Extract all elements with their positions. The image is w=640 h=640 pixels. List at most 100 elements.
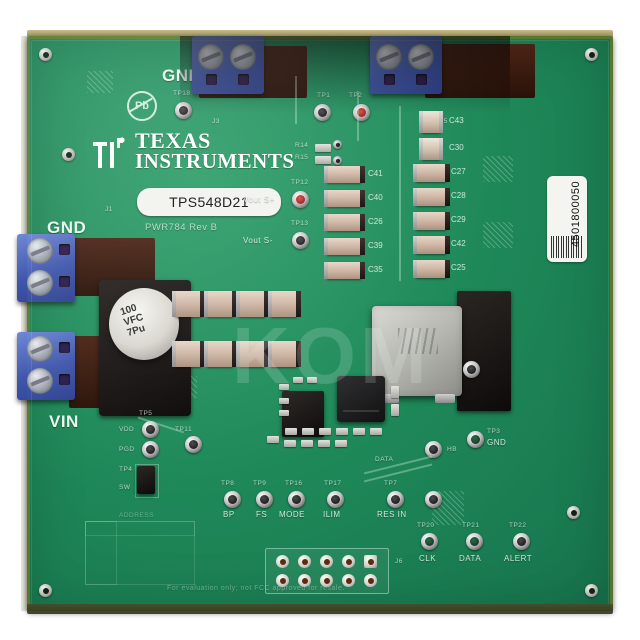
sw-connector-outline	[135, 464, 159, 498]
terminal-wire-hole[interactable]	[59, 342, 70, 353]
capacitor-c41-label: C41	[368, 169, 383, 178]
test-point-pgd[interactable]	[142, 441, 159, 458]
test-point-hb-lower[interactable]	[425, 491, 442, 508]
output-inductor	[372, 306, 462, 396]
sw-label: SW	[119, 484, 131, 491]
part-number-text: TPS548D21	[169, 194, 249, 210]
input-capacitor	[172, 341, 205, 367]
bottom-notice: For evaluation only; not FCC approved fo…	[167, 585, 345, 592]
terminal-screw[interactable]	[230, 44, 256, 70]
silk-hatch	[483, 222, 513, 248]
capacitor-c25	[413, 260, 450, 278]
sw-connector	[137, 466, 155, 494]
sw-node-test-point[interactable]	[463, 361, 480, 378]
test-point-ilim[interactable]	[327, 491, 344, 508]
vout-sense-minus-label: Vout S-	[243, 236, 273, 245]
test-point-vdd[interactable]	[142, 421, 159, 438]
capacitor-c30-label: C30	[449, 143, 464, 152]
test-point-mode[interactable]	[288, 491, 305, 508]
smd-passive	[279, 398, 289, 404]
capacitor-c43-label: C43	[449, 116, 464, 125]
capacitor-c28	[413, 188, 450, 206]
header-pin[interactable]	[298, 574, 311, 587]
input-capacitor	[236, 341, 269, 367]
tp9-label: TP9	[253, 480, 267, 487]
terminal-screw[interactable]	[27, 336, 53, 362]
terminal-wire-hole[interactable]	[206, 74, 217, 85]
ti-wordmark-line1: TEXAS	[135, 128, 211, 153]
header-pin[interactable]	[276, 555, 289, 568]
terminal-screw[interactable]	[408, 44, 434, 70]
terminal-screw[interactable]	[27, 270, 53, 296]
test-point-tp18[interactable]	[175, 102, 192, 119]
header-pin[interactable]	[364, 574, 377, 587]
header-j6-label: J6	[395, 558, 403, 565]
capacitor-c27-label: C27	[451, 167, 466, 176]
electrolytic-capacitor-marking: 100 VFC 7Pu	[119, 294, 171, 339]
terminal-screw[interactable]	[27, 368, 53, 394]
test-point-vout-sense-plus[interactable]	[292, 191, 309, 208]
header-pin[interactable]	[320, 574, 333, 587]
terminal-screw[interactable]	[376, 44, 402, 70]
header-pin[interactable]	[276, 574, 289, 587]
header-pin-1[interactable]	[364, 555, 377, 568]
terminal-wire-hole[interactable]	[384, 74, 395, 85]
board-edge-top	[27, 30, 613, 38]
terminal-wire-hole[interactable]	[238, 74, 249, 85]
capacitor-c39-label: C39	[368, 241, 383, 250]
test-point-alert[interactable]	[513, 533, 530, 550]
mounting-hole	[585, 584, 598, 597]
test-point-hb[interactable]	[425, 441, 442, 458]
vout-sense-plus-label: Vout S+	[243, 195, 275, 204]
test-point-vout-sense-minus[interactable]	[292, 232, 309, 249]
label-j1: J1	[105, 206, 113, 213]
label-vin-left: VIN	[49, 412, 79, 431]
tp22-label: TP22	[509, 522, 527, 529]
address-table-title: ADDRESS	[119, 512, 154, 519]
test-point-data[interactable]	[466, 533, 483, 550]
mode-label: MODE	[279, 510, 305, 519]
tp17-label: TP17	[324, 480, 342, 487]
smd-passive	[285, 428, 297, 435]
capacitor-c40	[324, 190, 365, 207]
header-j6[interactable]	[265, 548, 389, 594]
smd-passive	[302, 428, 314, 435]
smd-passive	[353, 428, 365, 435]
silk-hatch	[87, 71, 113, 93]
test-point-gnd-right[interactable]	[467, 431, 484, 448]
bp-label: BP	[223, 510, 235, 519]
test-point-tp2[interactable]	[353, 104, 370, 121]
terminal-screw[interactable]	[198, 44, 224, 70]
header-pin[interactable]	[342, 574, 355, 587]
test-point-clk[interactable]	[421, 533, 438, 550]
electrolytic-capacitor: 100 VFC 7Pu	[109, 288, 179, 360]
terminal-wire-hole[interactable]	[416, 74, 427, 85]
data-label: DATA	[459, 554, 482, 563]
capacitor-c42-label: C42	[451, 239, 466, 248]
address-table-header-row	[85, 521, 195, 536]
terminal-screw[interactable]	[27, 238, 53, 264]
test-point-en[interactable]	[185, 436, 202, 453]
tp16-label: TP16	[285, 480, 303, 487]
header-pin[interactable]	[298, 555, 311, 568]
terminal-wire-hole[interactable]	[59, 276, 70, 287]
test-point-resin[interactable]	[387, 491, 404, 508]
terminal-wire-hole[interactable]	[59, 374, 70, 385]
resistor-r14-label: R14	[295, 142, 309, 149]
capacitor-c25-label: C25	[451, 263, 466, 272]
terminal-wire-hole[interactable]	[59, 244, 70, 255]
resin-label: RES IN	[377, 510, 407, 519]
header-pin[interactable]	[320, 555, 333, 568]
ti-wordmark-line2: INSTRUMENTS	[135, 149, 295, 173]
terminal-block-gnd-top[interactable]	[192, 36, 264, 94]
test-point-bp[interactable]	[224, 491, 241, 508]
board-edge-left	[21, 36, 29, 611]
terminal-block-vout[interactable]	[370, 36, 442, 94]
tp12-label: TP12	[291, 179, 309, 186]
terminal-block-gnd-left[interactable]	[17, 234, 75, 302]
header-pin[interactable]	[342, 555, 355, 568]
test-point-tp1[interactable]	[314, 104, 331, 121]
test-point-fs[interactable]	[256, 491, 273, 508]
barcode-bars	[551, 236, 583, 258]
terminal-block-vin[interactable]	[17, 332, 75, 400]
